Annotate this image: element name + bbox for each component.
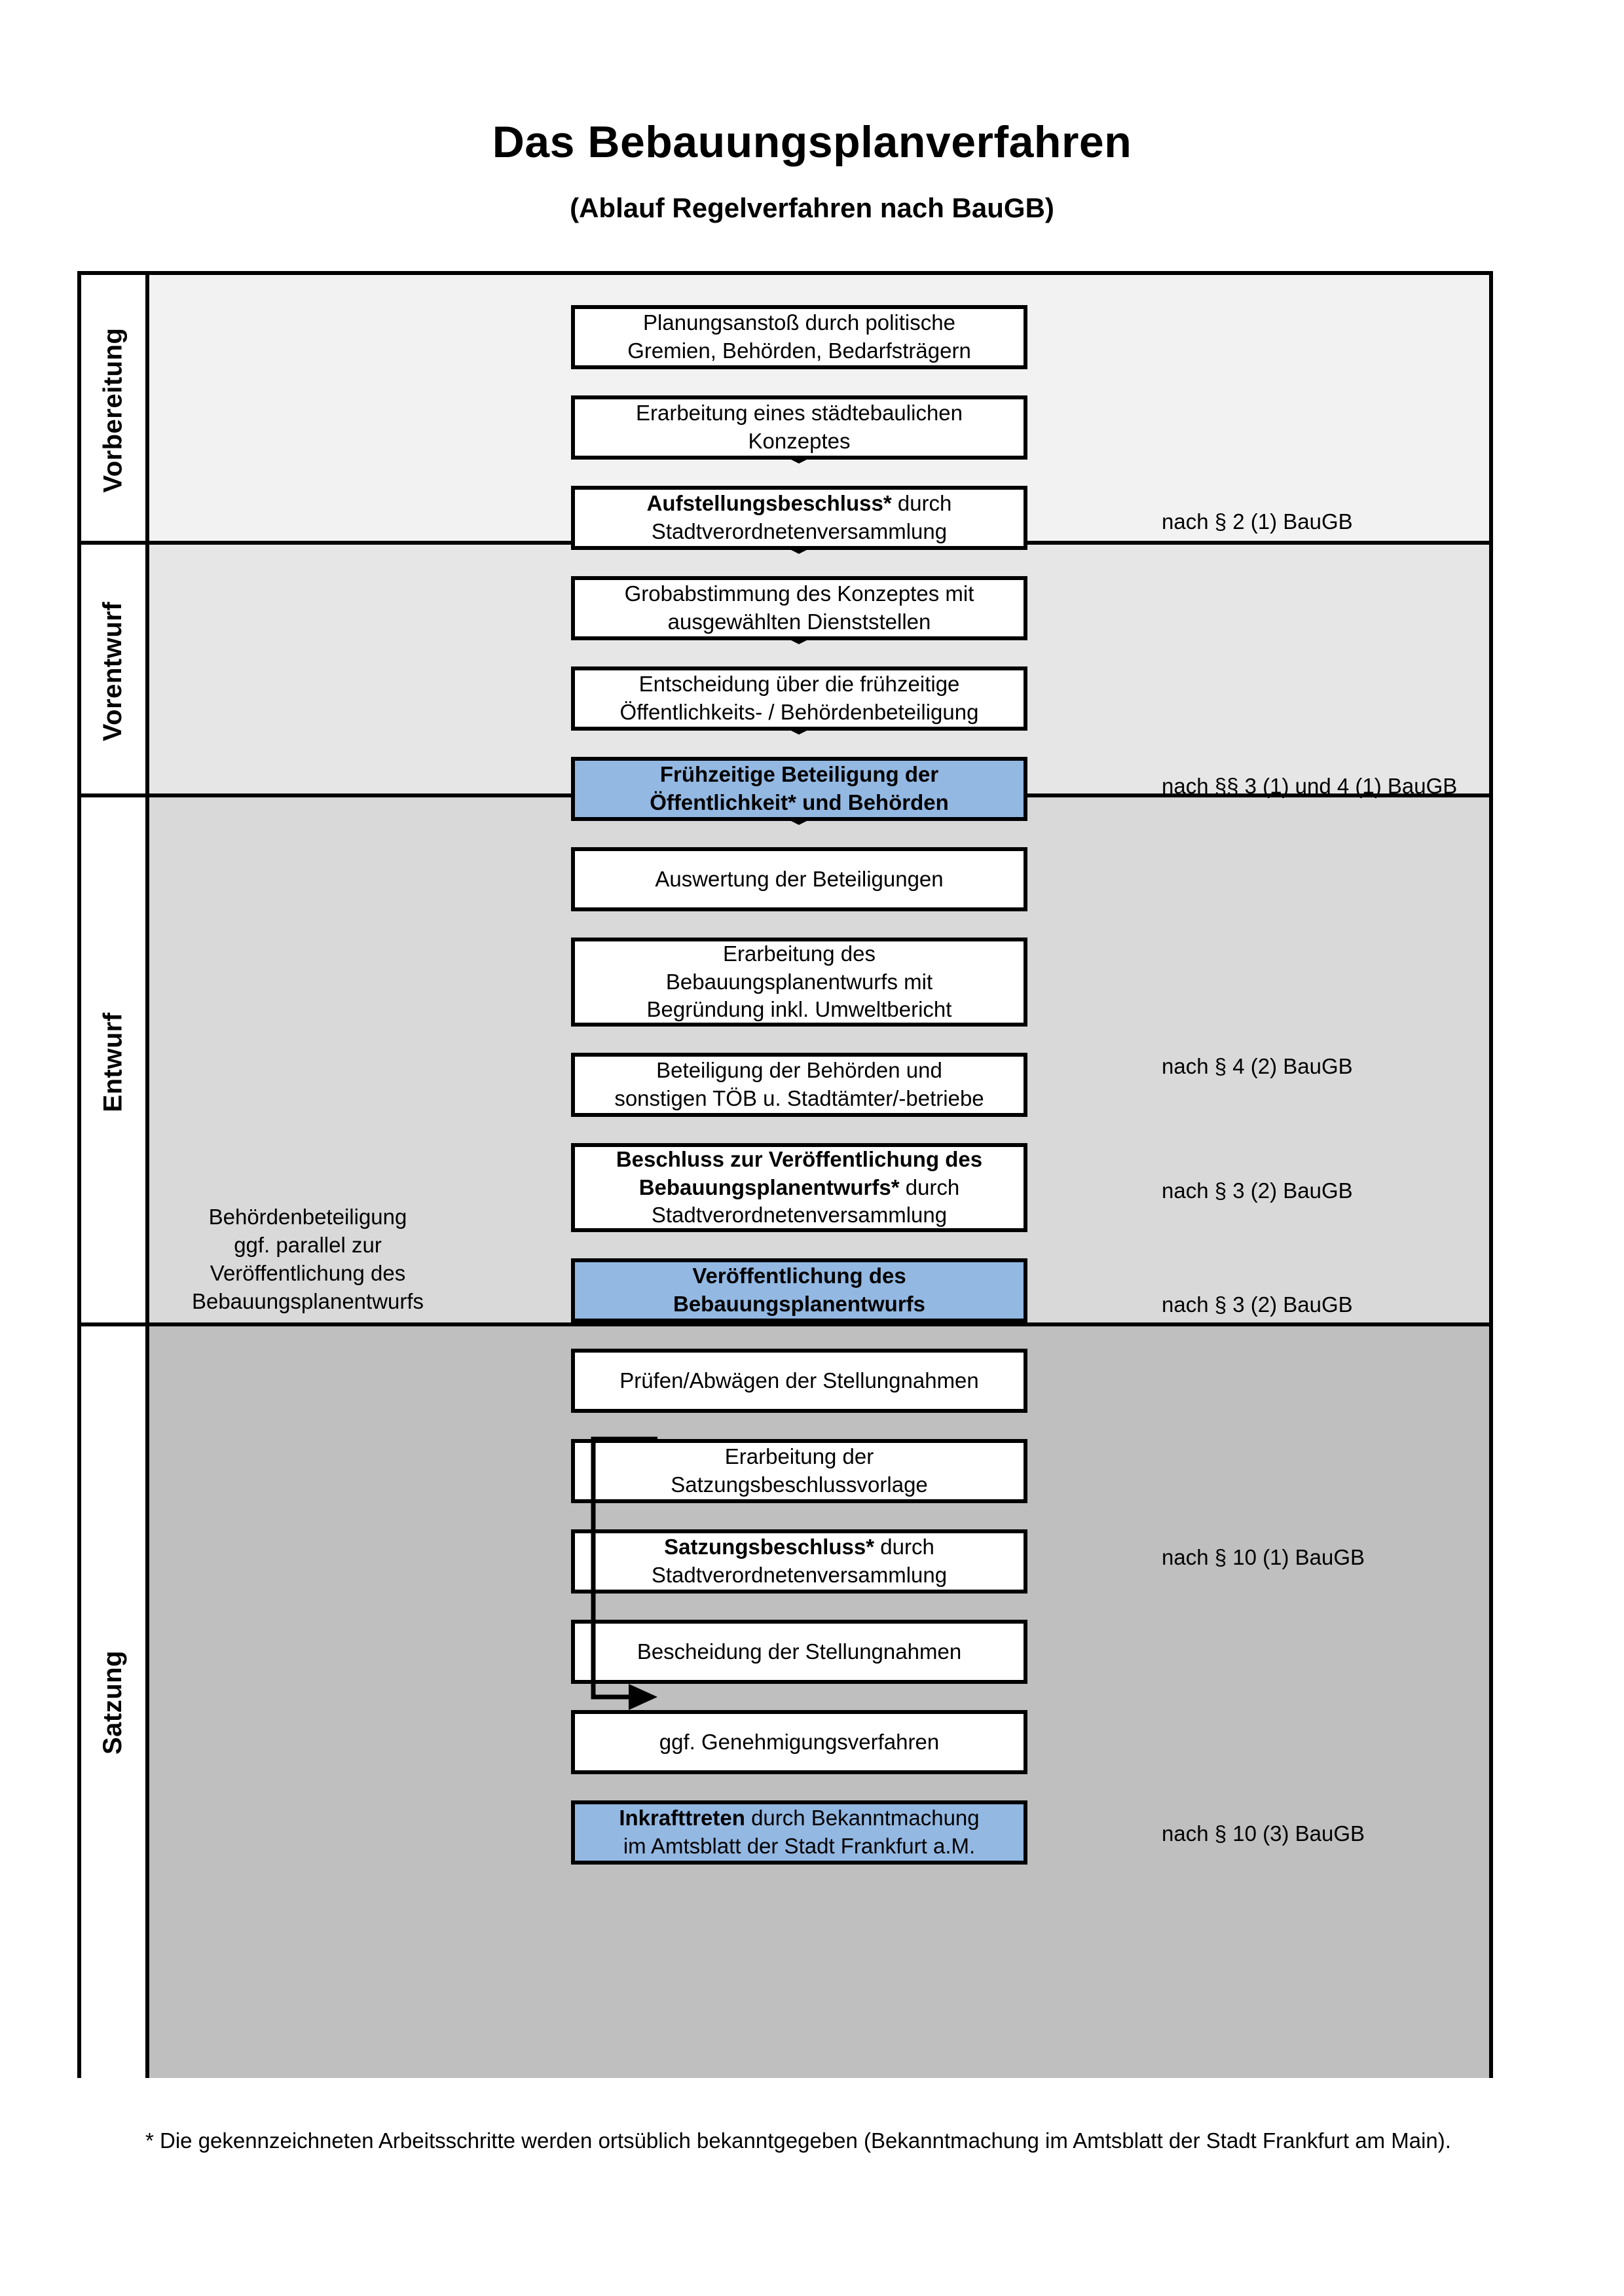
- side-note-line: Bebauungsplanentwurfs: [191, 1288, 424, 1313]
- law-reference-r6: nach § 10 (1) BauGB: [1162, 1545, 1365, 1569]
- process-box-text: ggf. Genehmigungsverfahren: [659, 1729, 940, 1754]
- law-reference-r7: nach § 10 (3) BauGB: [1162, 1821, 1365, 1846]
- process-box-s9[interactable]: Beteiligung der Behörden und sonstigen T…: [571, 1053, 1027, 1117]
- page-subtitle: (Ablauf Regelverfahren nach BauGB): [570, 192, 1054, 223]
- process-box-text: Prüfen/Abwägen der Stellungnahmen: [619, 1368, 979, 1393]
- process-box-text: Frühzeitige Beteiligung der Öffentlichke…: [650, 762, 949, 814]
- process-box-s10[interactable]: Beschluss zur Veröffentlichung des Bebau…: [571, 1143, 1027, 1232]
- process-box-text: Bescheidung der Stellungnahmen: [637, 1639, 962, 1664]
- law-reference-r2: nach §§ 3 (1) und 4 (1) BauGB: [1162, 774, 1458, 798]
- side-note-line: Veröffentlichung des: [210, 1260, 406, 1285]
- process-box-text: Planungsanstoß durch politische Gremien,…: [627, 310, 971, 363]
- process-box-s4[interactable]: Grobabstimmung des Konzeptes mit ausgewä…: [571, 576, 1027, 640]
- process-box-text: Inkrafttreten durch Bekanntmachung im Am…: [619, 1806, 980, 1858]
- process-box-text: Beteiligung der Behörden und sonstigen T…: [614, 1058, 984, 1110]
- process-box-s5[interactable]: Entscheidung über die frühzeitige Öffent…: [571, 666, 1027, 731]
- phase-label-text: Satzung: [98, 1650, 128, 1755]
- process-box-s7[interactable]: Auswertung der Beteiligungen: [571, 847, 1027, 911]
- phase-label-satzung: Satzung: [81, 1326, 149, 2078]
- page-title: Das Bebauungsplanverfahren: [492, 117, 1132, 167]
- process-box-text: Beschluss zur Veröffentlichung des Bebau…: [616, 1146, 983, 1228]
- law-reference-r3: nach § 4 (2) BauGB: [1162, 1054, 1353, 1078]
- side-note-line: ggf. parallel zur: [234, 1232, 382, 1257]
- process-box-text: Satzungsbeschluss* durch Stadtverordnete…: [651, 1535, 948, 1587]
- process-box-s11[interactable]: Veröffentlichung des Bebauungsplanentwur…: [571, 1258, 1027, 1322]
- process-box-s13[interactable]: Erarbeitung der Satzungsbeschlussvorlage: [571, 1439, 1027, 1503]
- law-reference-r4: nach § 3 (2) BauGB: [1162, 1178, 1353, 1203]
- phase-label-text: Vorbereitung: [98, 327, 128, 492]
- process-box-text: Aufstellungsbeschluss* durch Stadtverord…: [646, 491, 952, 543]
- phase-label-entwurf: Entwurf: [81, 797, 149, 1326]
- process-box-s14[interactable]: Satzungsbeschluss* durch Stadtverordnete…: [571, 1529, 1027, 1594]
- side-note-line: Behördenbeteiligung: [208, 1205, 407, 1229]
- process-box-s3[interactable]: Aufstellungsbeschluss* durch Stadtverord…: [571, 486, 1027, 550]
- phase-label-text: Vorentwurf: [98, 601, 128, 741]
- flowchart-frame: Vorbereitung Vorentwurf Entwurf Satzung: [77, 271, 1493, 2078]
- feedback-connector-arrow: [591, 1436, 657, 1710]
- process-box-s2[interactable]: Erarbeitung eines städtebaulichen Konzep…: [571, 395, 1027, 460]
- band-divider: [81, 1322, 1489, 1326]
- process-box-text: Erarbeitung des Bebauungsplanentwurfs mi…: [646, 941, 952, 1022]
- process-box-s12[interactable]: Prüfen/Abwägen der Stellungnahmen: [571, 1349, 1027, 1413]
- process-box-s17[interactable]: Inkrafttreten durch Bekanntmachung im Am…: [571, 1800, 1027, 1865]
- law-reference-r1: nach § 2 (1) BauGB: [1162, 509, 1353, 534]
- process-box-s8[interactable]: Erarbeitung des Bebauungsplanentwurfs mi…: [571, 938, 1027, 1027]
- phase-label-text: Entwurf: [98, 1011, 128, 1112]
- process-box-text: Erarbeitung der Satzungsbeschlussvorlage: [671, 1444, 928, 1497]
- phase-label-vorentwurf: Vorentwurf: [81, 545, 149, 797]
- footnote: * Die gekennzeichneten Arbeitsschritte w…: [145, 2128, 1451, 2153]
- side-note-behoerdenbeteiligung: Behördenbeteiligung ggf. parallel zur Ve…: [151, 1203, 465, 1316]
- process-box-s1[interactable]: Planungsanstoß durch politische Gremien,…: [571, 305, 1027, 369]
- process-box-s16[interactable]: ggf. Genehmigungsverfahren: [571, 1710, 1027, 1774]
- process-box-s15[interactable]: Bescheidung der Stellungnahmen: [571, 1620, 1027, 1684]
- process-box-text: Auswertung der Beteiligungen: [655, 866, 944, 891]
- process-box-s6[interactable]: Frühzeitige Beteiligung der Öffentlichke…: [571, 757, 1027, 821]
- phase-label-vorbereitung: Vorbereitung: [81, 275, 149, 545]
- process-box-text: Entscheidung über die frühzeitige Öffent…: [619, 672, 979, 724]
- title-block: Das Bebauungsplanverfahren (Ablauf Regel…: [0, 118, 1624, 223]
- process-box-text: Veröffentlichung des Bebauungsplanentwur…: [673, 1264, 926, 1316]
- process-box-text: Grobabstimmung des Konzeptes mit ausgewä…: [624, 581, 974, 634]
- process-box-text: Erarbeitung eines städtebaulichen Konzep…: [635, 401, 963, 453]
- law-reference-r5: nach § 3 (2) BauGB: [1162, 1292, 1353, 1317]
